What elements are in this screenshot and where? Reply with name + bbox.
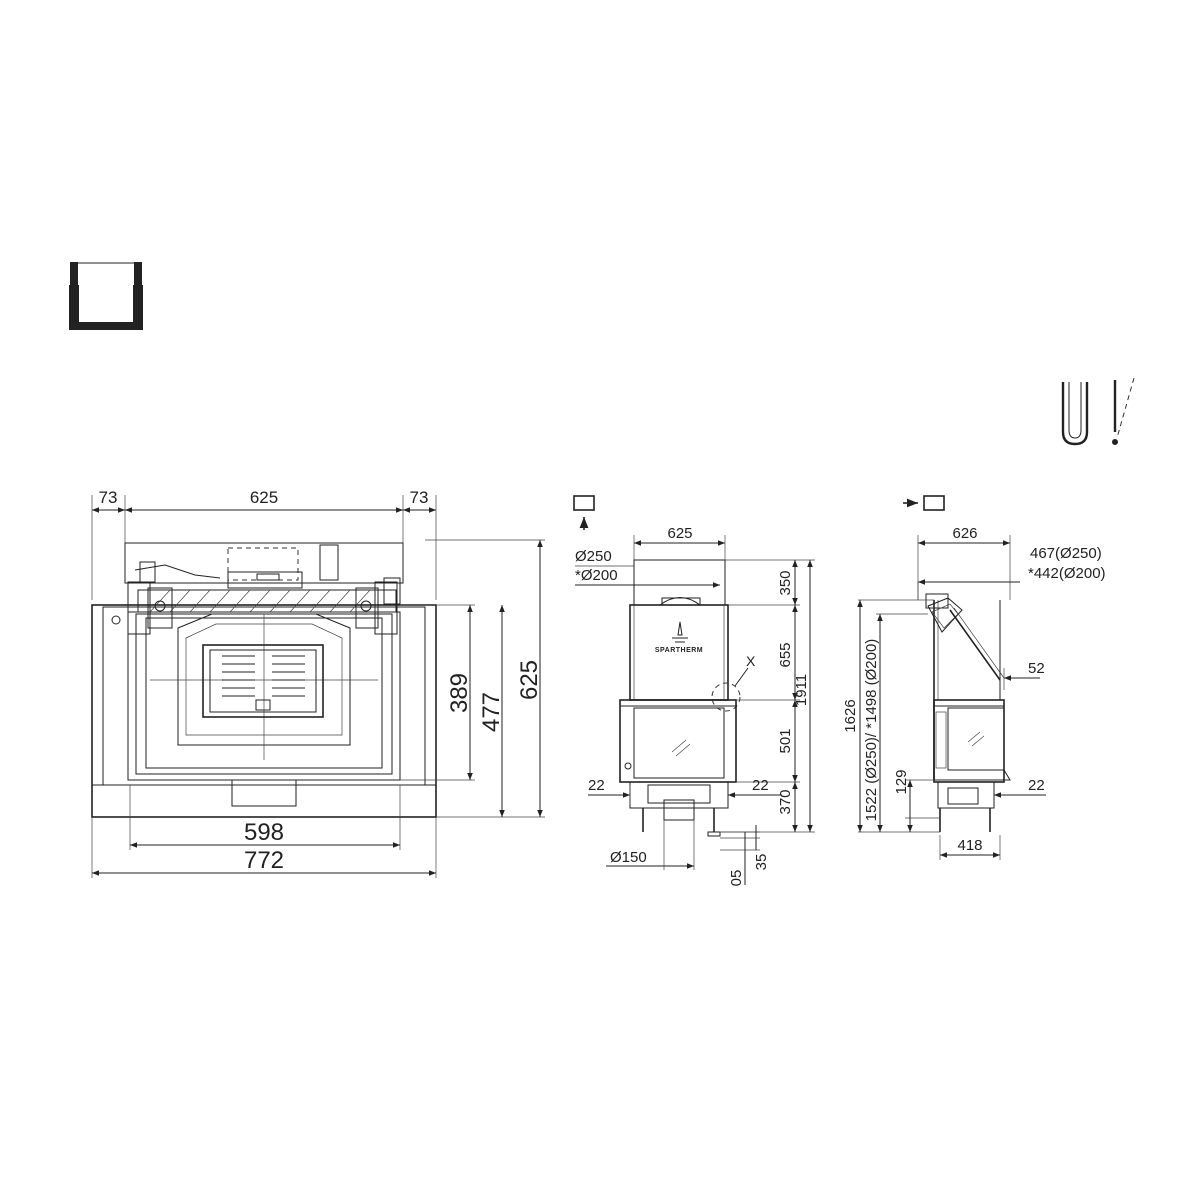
dim-22: 22: [1028, 777, 1045, 794]
dim-height-389: 389: [446, 673, 473, 713]
dim-top-626: 626: [952, 525, 977, 542]
dim-350: 350: [777, 570, 794, 595]
dim-655: 655: [777, 642, 794, 667]
dim-1911: 1911: [793, 674, 810, 706]
dim-d150: Ø150: [610, 849, 647, 866]
door-opening-icon: [1061, 382, 1089, 446]
dim-top-width: 625: [667, 525, 692, 542]
dim-top-middle: 625: [250, 488, 278, 507]
dim-top-right: 73: [410, 488, 429, 507]
dim-right-22: 22: [752, 777, 769, 794]
dim-442: *442(Ø200): [1028, 565, 1106, 582]
dim-top-left: 73: [99, 488, 118, 507]
brand-text: SPARTHERM: [655, 647, 703, 654]
dim-1522: 1522 (Ø250)/ *1498 (Ø200): [863, 639, 880, 822]
dim-bottom-772: 772: [244, 847, 284, 874]
side-view-b: 626 467(Ø250) *442(Ø200) 52 22: [842, 495, 1106, 860]
dim-418: 418: [957, 837, 982, 854]
side-view-a: 625 Ø250 *Ø200 SPARTHERM X: [573, 495, 815, 887]
dim-bottom-598: 598: [244, 819, 284, 846]
detail-mark: X: [746, 653, 756, 669]
dim-129: 129: [893, 769, 910, 794]
dim-height-477: 477: [478, 692, 505, 732]
dim-left-22: 22: [588, 777, 605, 794]
lift-door-icon: [1112, 377, 1135, 445]
dim-467: 467(Ø250): [1030, 545, 1102, 562]
dim-370: 370: [777, 789, 794, 814]
front-view: 73 625 73: [91, 488, 545, 878]
dim-35: 35: [753, 854, 770, 871]
dim-1626: 1626: [842, 699, 859, 732]
dim-52: 52: [1028, 660, 1045, 677]
dim-501: 501: [777, 728, 794, 753]
dim-05: 05: [728, 870, 745, 887]
view-direction-right-icon: [903, 495, 945, 511]
dim-height-625: 625: [516, 660, 543, 700]
flue-d250: Ø250: [575, 548, 612, 565]
flue-d200: *Ø200: [575, 567, 618, 584]
three-sided-fireplace-icon: [69, 262, 143, 330]
view-direction-up-icon: [573, 495, 595, 530]
